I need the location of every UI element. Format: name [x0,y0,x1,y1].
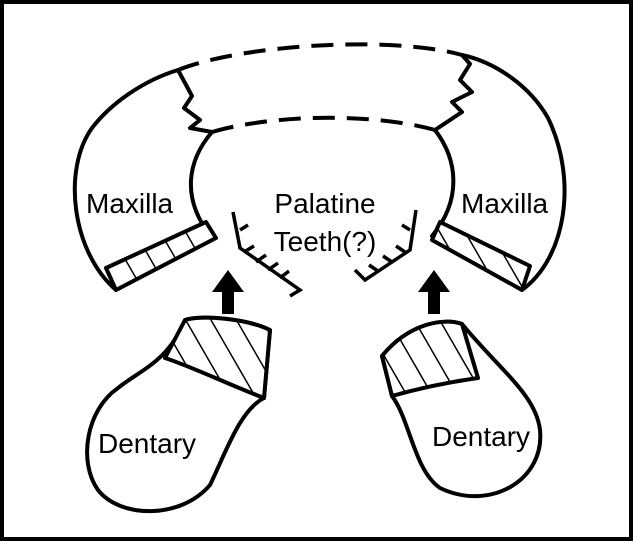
palatine-label: Palatine [274,188,375,219]
teeth-label: Teeth(?) [274,226,377,257]
dentary-right [382,322,540,496]
dentary-left-label: Dentary [98,428,196,459]
maxilla-left-label: Maxilla [86,188,174,219]
maxilla-left [75,70,216,290]
snout-dashed-outline [178,44,462,132]
maxilla-right-label: Maxilla [461,188,549,219]
arrow-right [418,270,450,314]
arrow-left [212,270,244,314]
dentary-right-label: Dentary [432,421,530,452]
maxilla-right [432,55,565,290]
dentary-left [87,318,270,511]
